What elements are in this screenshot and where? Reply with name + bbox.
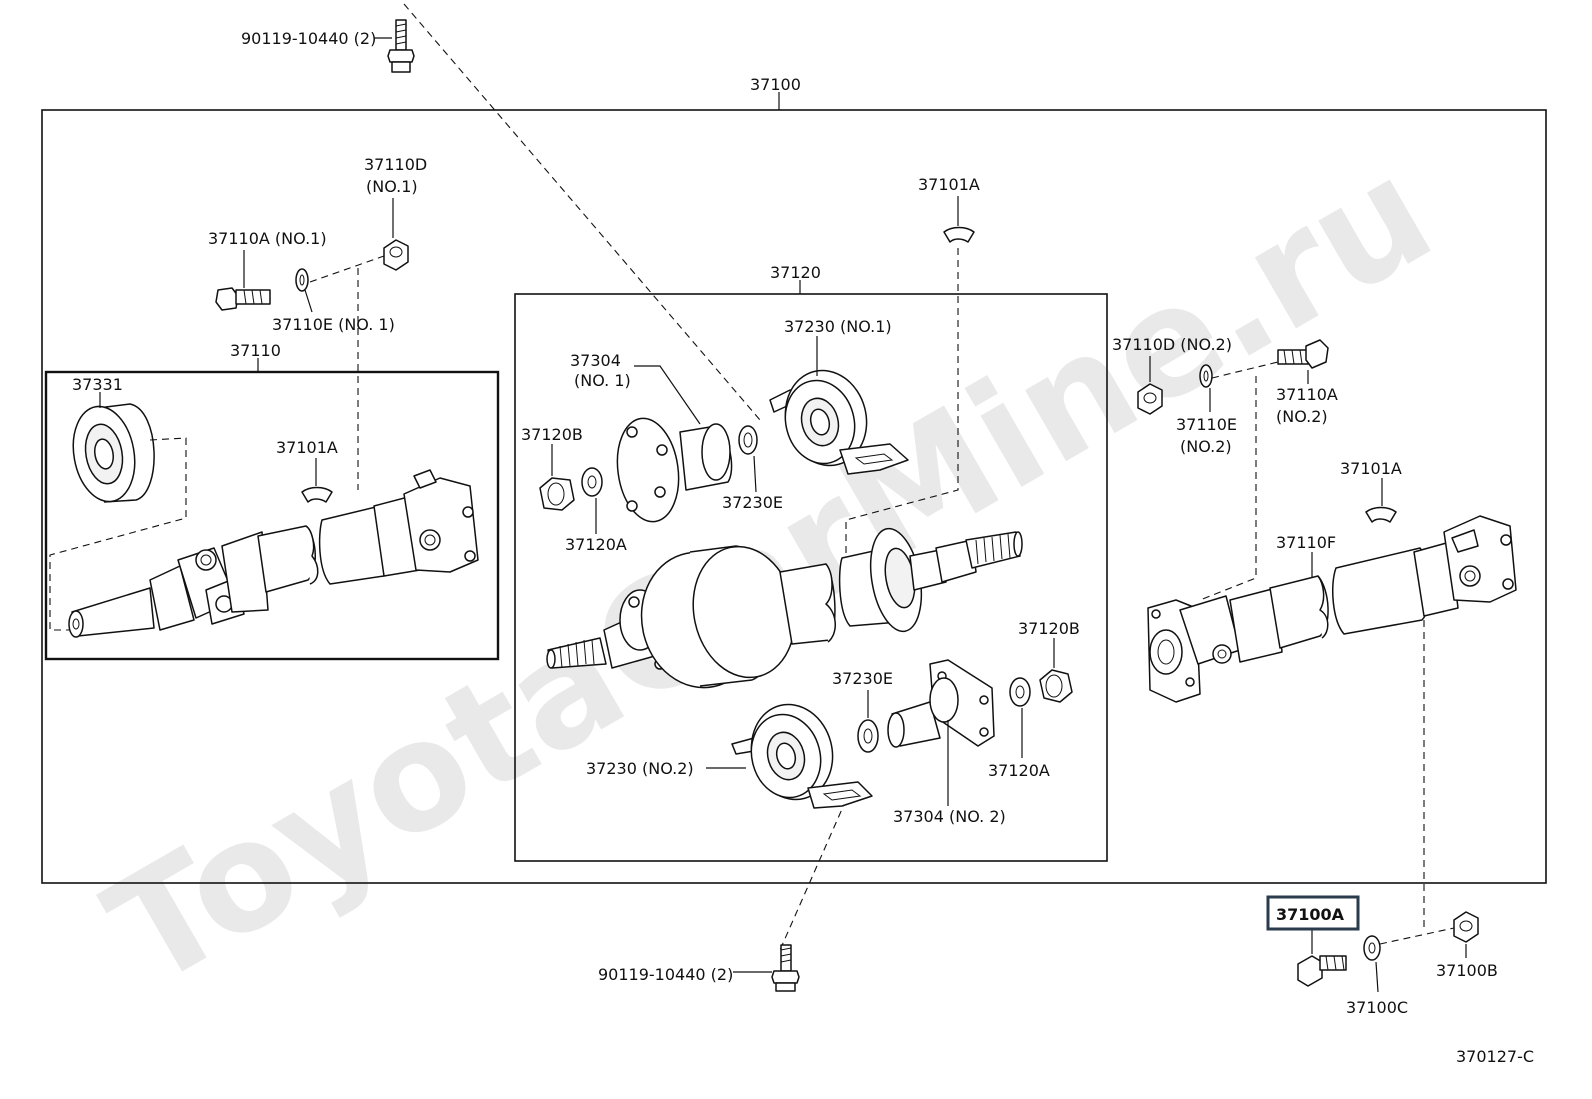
washer-37230E-icon[interactable]: [738, 425, 758, 455]
label-37110: 37110: [230, 341, 281, 360]
label-37110A-no2-sub: (NO.2): [1276, 407, 1328, 426]
center-bearing-37230-no1-icon[interactable]: [769, 361, 909, 475]
nut-37120B-icon[interactable]: [1039, 669, 1073, 703]
highlight-box-37100A[interactable]: [1266, 895, 1360, 931]
nut-icon[interactable]: [1137, 383, 1163, 415]
balance-weight-37101A-icon[interactable]: [301, 486, 333, 503]
label-37110D-no1: 37110D: [364, 155, 427, 174]
label-37110D-no1-sub: (NO.1): [366, 177, 418, 196]
bolt-icon[interactable]: [387, 19, 415, 73]
propeller-shaft-37110-icon[interactable]: [68, 469, 479, 638]
washer-37120A-icon[interactable]: [1009, 677, 1031, 707]
label-37331: 37331: [72, 375, 123, 394]
assembly-box-37100: [41, 109, 1547, 884]
label-37100: 37100: [750, 75, 801, 94]
nut-37100B-icon[interactable]: [1453, 911, 1479, 943]
label-37230E-bottom: 37230E: [832, 669, 893, 688]
label-37230E-top: 37230E: [722, 493, 783, 512]
label-37304-no2: 37304 (NO. 2): [893, 807, 1006, 826]
nut-37120B-icon[interactable]: [539, 477, 575, 511]
label-37110A-no1: 37110A (NO.1): [208, 229, 327, 248]
label-37120B-left: 37120B: [521, 425, 583, 444]
label-37100B: 37100B: [1436, 961, 1498, 980]
label-37120: 37120: [770, 263, 821, 282]
center-bearing-37331-icon[interactable]: [66, 402, 155, 507]
washer-icon[interactable]: [295, 268, 309, 292]
bolt-37100A-icon[interactable]: [1297, 955, 1347, 987]
label-37120A-left: 37120A: [565, 535, 627, 554]
label-bolt-top: 90119-10440 (2): [241, 29, 376, 48]
flange-37304-no2-icon[interactable]: [887, 659, 995, 748]
washer-icon[interactable]: [1199, 364, 1213, 388]
label-37110E-no2: 37110E: [1176, 415, 1237, 434]
label-37230-no2: 37230 (NO.2): [586, 759, 694, 778]
flange-37304-no1-icon[interactable]: [611, 414, 733, 525]
label-37110E-no1: 37110E (NO. 1): [272, 315, 395, 334]
label-37230-no1: 37230 (NO.1): [784, 317, 892, 336]
bolt-icon[interactable]: [215, 287, 271, 311]
label-37120A-right: 37120A: [988, 761, 1050, 780]
bolt-icon[interactable]: [771, 944, 800, 992]
intermediate-shaft-icon[interactable]: [546, 525, 1023, 699]
balance-weight-37101A-icon[interactable]: [1365, 506, 1397, 523]
propeller-shaft-37110F-icon[interactable]: [1147, 515, 1517, 703]
label-37110A-no2: 37110A: [1276, 385, 1338, 404]
washer-37100C-icon[interactable]: [1363, 935, 1381, 961]
bolt-icon[interactable]: [1277, 339, 1329, 369]
washer-37230E-icon[interactable]: [857, 719, 879, 753]
balance-weight-37101A-icon[interactable]: [943, 226, 975, 243]
label-37110F: 37110F: [1276, 533, 1336, 552]
label-37304-no1: 37304: [570, 351, 621, 370]
subassembly-box-37120: [514, 293, 1108, 862]
label-37101A-right: 37101A: [1340, 459, 1402, 478]
diagram-code: 370127-C: [1456, 1047, 1534, 1066]
label-37100C: 37100C: [1346, 998, 1408, 1017]
center-bearing-37230-no2-icon[interactable]: [731, 695, 873, 809]
label-37101A-top: 37101A: [918, 175, 980, 194]
washer-37120A-icon[interactable]: [581, 467, 603, 497]
label-37101A-left: 37101A: [276, 438, 338, 457]
label-37120B-right: 37120B: [1018, 619, 1080, 638]
label-37100A[interactable]: 37100A: [1276, 905, 1345, 924]
label-37304-no1-sub: (NO. 1): [574, 371, 631, 390]
label-37110D-no2: 37110D (NO.2): [1112, 335, 1232, 354]
label-bolt-bottom: 90119-10440 (2): [598, 965, 733, 984]
subassembly-box-37110: [44, 370, 500, 661]
label-37110E-no2-sub: (NO.2): [1180, 437, 1232, 456]
nut-icon[interactable]: [383, 239, 409, 271]
